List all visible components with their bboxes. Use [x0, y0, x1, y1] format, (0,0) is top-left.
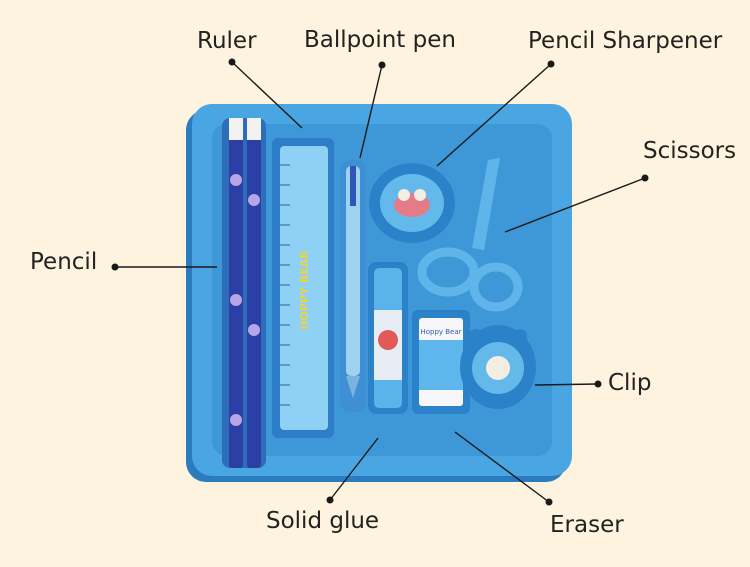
pencil-sharpener-callout-line — [436, 63, 552, 167]
ruler-label: Ruler — [197, 28, 257, 54]
ruler: HOPPY BEAR — [272, 138, 334, 438]
solid-glue-label: Solid glue — [266, 508, 380, 534]
ballpoint-pen-label: Ballpoint pen — [304, 27, 456, 53]
callout-lines — [111, 58, 649, 506]
clip-callout-line — [534, 383, 599, 386]
ballpoint-pen-callout-line — [359, 64, 383, 159]
scissors-label: Scissors — [643, 138, 737, 164]
pencil-label: Pencil — [30, 249, 98, 275]
scissors — [417, 158, 523, 312]
eraser-piece: Hoppy Bear — [412, 310, 470, 414]
pencil-sharpener-label: Pencil Sharpener — [528, 28, 723, 54]
clip-label: Clip — [608, 370, 652, 396]
solid-glue-callout-line — [329, 437, 379, 501]
scissors-callout-line — [504, 177, 646, 233]
ruler-callout-line — [231, 61, 303, 129]
ruler-brand-text: HOPPY BEAR — [298, 250, 311, 330]
clip-piece — [460, 325, 536, 409]
pencil-pair — [222, 118, 266, 468]
ballpoint-pen — [340, 160, 366, 412]
eraser-label: Eraser — [550, 512, 624, 538]
pencil-sharpener — [369, 163, 455, 243]
eraser-brand-text: Hoppy Bear — [420, 328, 461, 336]
glue-stick — [368, 262, 408, 414]
eraser-callout-line — [454, 431, 550, 503]
